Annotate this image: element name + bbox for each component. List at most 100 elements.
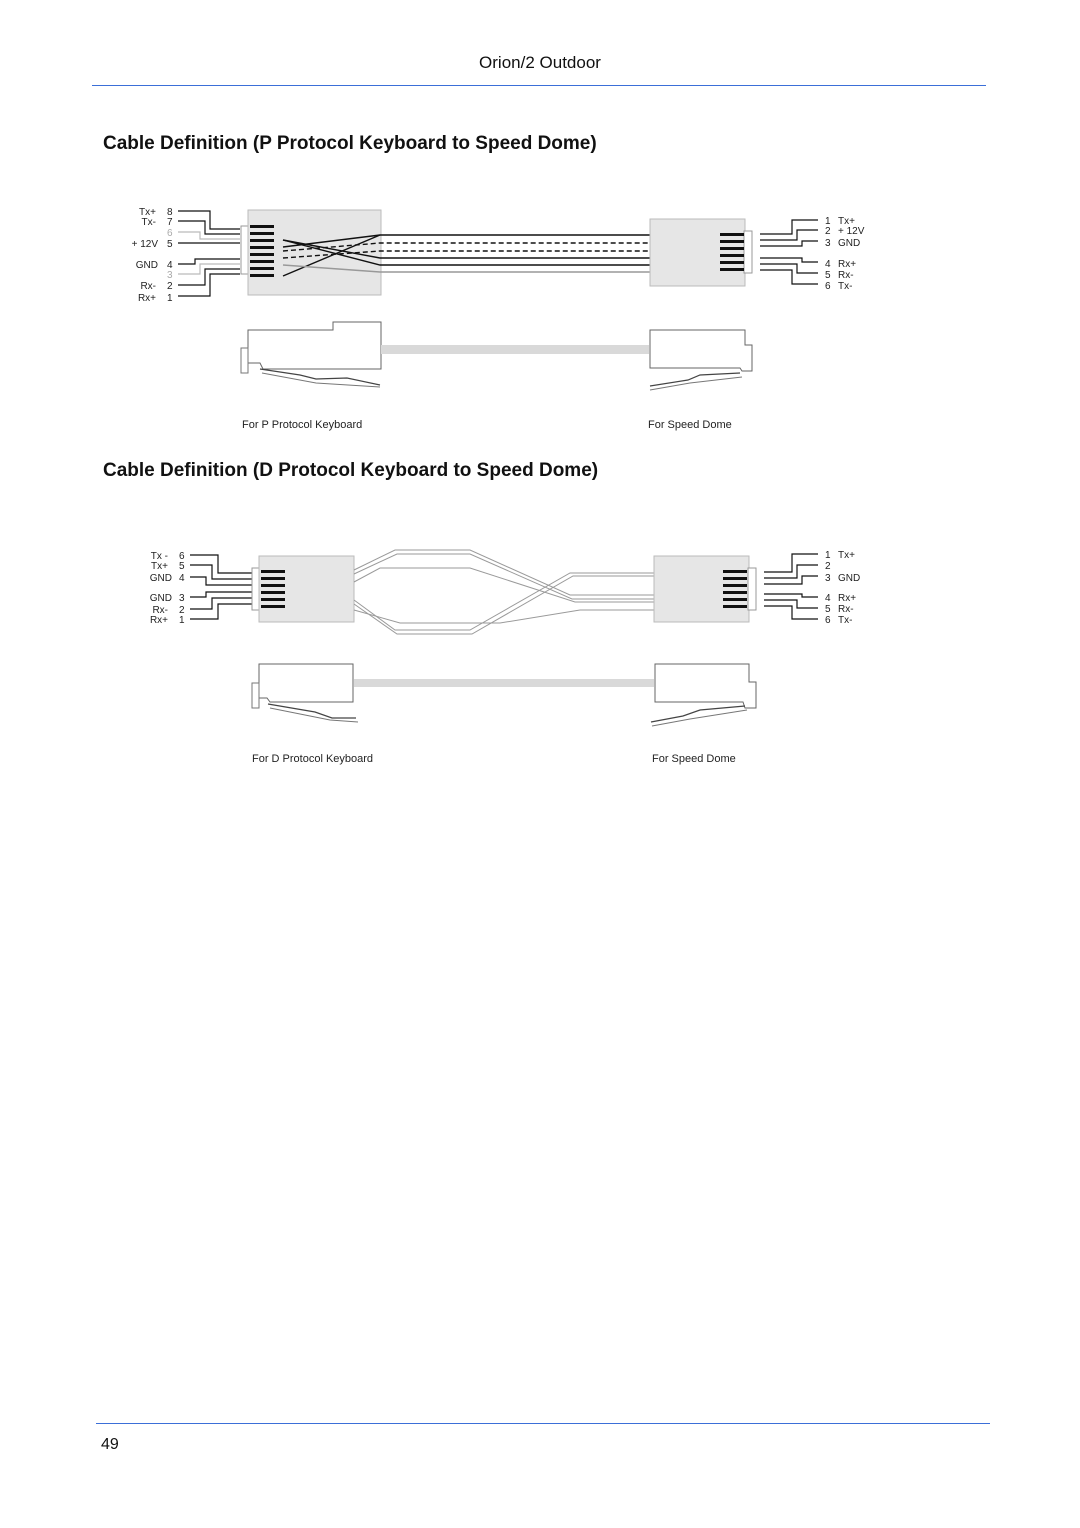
right-pin-name: Rx+ (838, 259, 856, 270)
cable-wire (353, 553, 720, 600)
left-pin-name: Tx+ (139, 207, 156, 218)
right-pin-name: GND (838, 238, 860, 249)
left-pin-name: + 12V (132, 239, 159, 250)
right-pin-number: 1 (825, 550, 831, 561)
pin-lead-line (764, 605, 818, 620)
left-connector-caption: For P Protocol Keyboard (242, 419, 362, 431)
left-pin-name: Rx- (152, 605, 168, 616)
left-pin-name: Tx+ (151, 561, 168, 572)
pin-lead-line (178, 210, 240, 230)
cable-wire (282, 250, 716, 259)
right-pin-number: 5 (825, 604, 831, 615)
rj-connector-left (251, 555, 355, 623)
left-pin-number: 6 (167, 228, 173, 239)
cable-wire (353, 549, 720, 596)
right-pin-number: 5 (825, 270, 831, 281)
header-rule (92, 85, 986, 86)
left-pin-number: 2 (179, 605, 185, 616)
left-pin-number: 1 (179, 615, 185, 626)
right-pin-name: Rx- (838, 604, 854, 615)
right-pin-number: 6 (825, 615, 831, 626)
right-pin-name: Tx+ (838, 550, 855, 561)
left-pin-name: GND (136, 260, 158, 271)
left-pin-number: 2 (167, 281, 173, 292)
pin-lead-line (190, 603, 252, 620)
left-pin-name: Rx+ (138, 293, 156, 304)
right-pin-number: 2 (825, 561, 831, 572)
left-pin-name: Rx- (140, 281, 156, 292)
right-connector-caption: For Speed Dome (648, 419, 732, 431)
cable-wire (282, 239, 716, 259)
pin-lead-line (760, 219, 818, 235)
page-header-title: Orion/2 Outdoor (479, 53, 601, 72)
right-pin-number: 2 (825, 226, 831, 237)
left-pin-name: Tx- (142, 217, 156, 228)
rj-connector-right (653, 555, 757, 623)
rj-plug-side-view-right (650, 663, 757, 727)
right-connector-caption: For Speed Dome (652, 753, 736, 765)
pin-lead-line (764, 564, 818, 579)
right-pin-name: Tx- (838, 615, 852, 626)
left-pin-number: 3 (167, 270, 173, 281)
d-protocol-cable-diagram: Tx - 6 Tx+ 5 GND 4 GND 3 Rx- 2 Rx+ 1 (0, 540, 1080, 775)
left-pin-name: GND (150, 573, 172, 584)
footer-rule (96, 1423, 990, 1424)
pin-lead-line (190, 554, 252, 574)
left-pin-number: 1 (167, 293, 173, 304)
pin-lead-line (178, 231, 240, 240)
cable-wire (282, 234, 381, 277)
left-pin-number: 6 (179, 551, 185, 562)
pin-lead-line (190, 591, 252, 598)
rj-connector-right (649, 218, 753, 287)
pin-lead-line (190, 597, 252, 610)
pin-lead-line (760, 240, 818, 247)
left-connector-caption: For D Protocol Keyboard (252, 753, 373, 765)
right-pin-number: 1 (825, 216, 831, 227)
pin-lead-line (760, 257, 818, 263)
right-pin-name: GND (838, 573, 860, 584)
pin-lead-line (764, 599, 818, 609)
cable-wire (282, 264, 716, 273)
left-pin-number: 8 (167, 207, 173, 218)
cable-side-view (381, 345, 649, 354)
left-pin-number: 5 (167, 239, 173, 250)
right-pin-name: Rx+ (838, 593, 856, 604)
cable-wire (353, 575, 720, 635)
right-pin-name: Tx+ (838, 216, 855, 227)
left-pin-name: GND (150, 593, 172, 604)
pin-lead-line (764, 553, 818, 573)
cable-wire (353, 567, 720, 603)
pin-lead-line (178, 268, 240, 286)
rj-plug-side-view-left (240, 321, 382, 388)
pin-lead-line (190, 564, 252, 580)
right-pin-number: 3 (825, 573, 831, 584)
pin-lead-line (760, 229, 818, 241)
right-pin-name: Rx- (838, 270, 854, 281)
p-protocol-cable-diagram: Tx+ 8 Tx- 7 6 + 12V 5 GND 4 3 Rx- 2 Rx+ … (0, 195, 1080, 440)
cable-wire (353, 572, 720, 631)
pin-lead-line (760, 263, 818, 274)
right-pin-name: Tx- (838, 281, 852, 292)
cable-side-view (354, 679, 654, 687)
page-number: 49 (101, 1436, 119, 1453)
cable-wire (282, 242, 716, 252)
left-pin-number: 7 (167, 217, 173, 228)
left-pin-number: 3 (179, 593, 185, 604)
pin-lead-line (178, 273, 240, 297)
rj-plug-side-view-right (649, 329, 753, 391)
pin-lead-line (178, 220, 240, 235)
left-pin-name: Rx+ (150, 615, 168, 626)
rj-connector-left (240, 209, 382, 296)
right-pin-name: + 12V (838, 226, 865, 237)
left-pin-number: 5 (179, 561, 185, 572)
left-pin-number: 4 (179, 573, 185, 584)
left-pin-name: Tx - (151, 551, 168, 562)
pin-lead-line (760, 269, 818, 285)
right-pin-number: 6 (825, 281, 831, 292)
right-pin-number: 4 (825, 259, 831, 270)
pin-lead-line (190, 576, 252, 586)
left-pin-number: 4 (167, 260, 173, 271)
rj-plug-side-view-left (251, 663, 359, 723)
right-pin-number: 4 (825, 593, 831, 604)
pin-lead-line (764, 575, 818, 585)
